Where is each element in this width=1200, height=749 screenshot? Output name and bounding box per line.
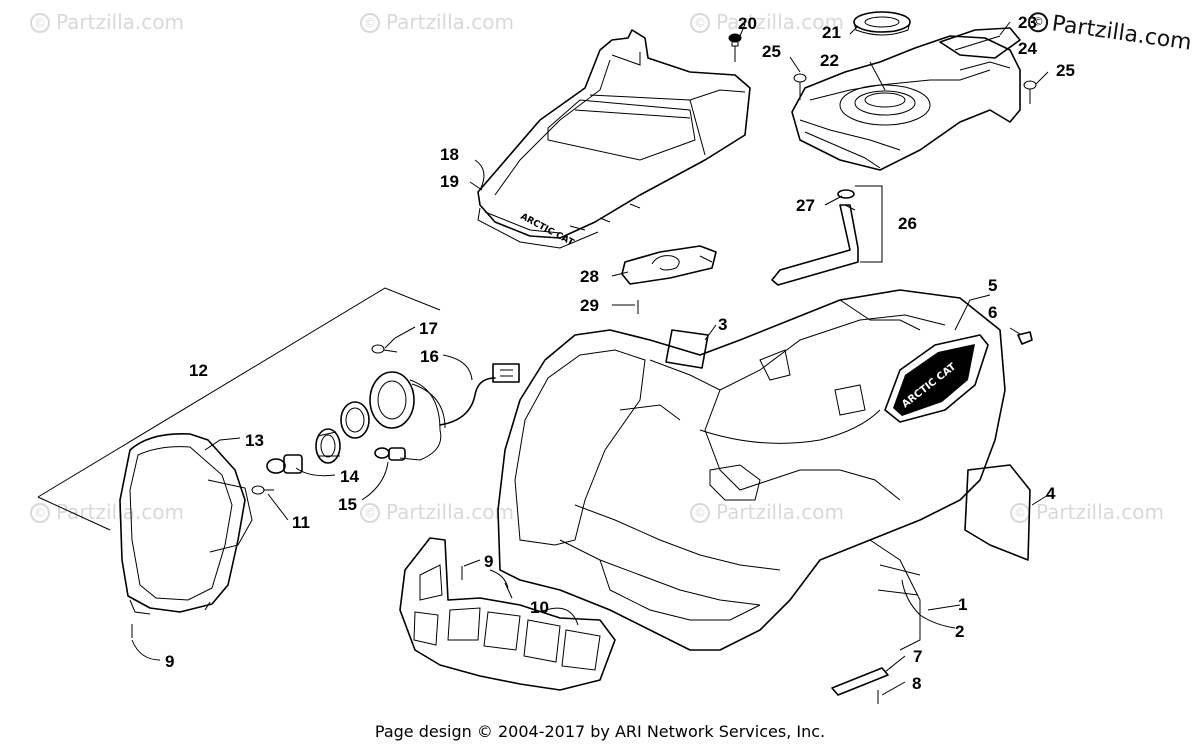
callout-23: 23: [1018, 13, 1037, 32]
seat-part[interactable]: [477, 29, 751, 249]
front-fender-body[interactable]: [497, 289, 1006, 651]
callout-25-left: 25: [762, 42, 781, 61]
bracket-12-top: [37, 287, 441, 498]
callout-17: 17: [419, 319, 438, 338]
callout-12: 12: [189, 361, 208, 380]
headlight-housing[interactable]: [119, 433, 253, 615]
callout-19: 19: [440, 172, 459, 191]
callout-9-left: 9: [165, 652, 175, 671]
callout-18: 18: [440, 145, 459, 164]
gas-cap-ring[interactable]: [853, 11, 911, 36]
watermark: ©Partzilla.com: [360, 500, 514, 524]
rear-rack-cover[interactable]: [791, 35, 1021, 171]
callout-4: 4: [1046, 484, 1056, 503]
clip-6[interactable]: [1017, 331, 1033, 345]
watermark: ©Partzilla.com: [690, 10, 844, 34]
screw-9-center-2[interactable]: [504, 582, 513, 599]
grille-10[interactable]: [399, 537, 616, 691]
callout-6: 6: [988, 303, 998, 322]
decal-4[interactable]: [964, 464, 1031, 561]
callout-8: 8: [912, 674, 922, 693]
callout-5: 5: [988, 276, 998, 295]
callout-16: 16: [420, 347, 439, 366]
callout-10: 10: [530, 598, 549, 617]
callout-22: 22: [820, 51, 839, 70]
watermark: ©Partzilla.com: [1010, 500, 1164, 524]
callout-24: 24: [1018, 39, 1037, 58]
callout-21: 21: [822, 23, 841, 42]
callout-25-right: 25: [1056, 61, 1075, 80]
watermark: ©Partzilla.com: [690, 500, 844, 524]
screw-11[interactable]: [251, 485, 274, 495]
watermark: ©Partzilla.com: [360, 10, 514, 34]
socket-rings[interactable]: [315, 401, 370, 464]
callout-20: 20: [738, 14, 757, 33]
copyright-footer: Page design © 2004-2017 by ARI Network S…: [374, 722, 826, 741]
callout-11: 11: [292, 513, 310, 532]
callout-15: 15: [338, 495, 357, 514]
vent-hose[interactable]: [771, 189, 859, 286]
bracket-12-left: [37, 496, 111, 531]
emblem-28[interactable]: [621, 245, 717, 285]
decal-5[interactable]: [884, 334, 989, 423]
callout-3: 3: [718, 315, 728, 334]
bolt-25-left[interactable]: [793, 73, 807, 100]
callout-7: 7: [913, 647, 923, 666]
wiring-harness[interactable]: [369, 363, 520, 461]
headlight-bulb[interactable]: [266, 454, 303, 474]
leader-lines: [131, 21, 1049, 696]
strap-7[interactable]: [831, 667, 889, 696]
callout-2: 2: [955, 622, 965, 641]
screw-17[interactable]: [371, 344, 398, 354]
decal-24[interactable]: [939, 27, 1021, 59]
position-bulb[interactable]: [374, 447, 406, 461]
bracket-26: [855, 185, 883, 263]
callout-27: 27: [796, 196, 815, 215]
watermark: ©Partzilla.com: [30, 10, 184, 34]
callout-1: 1: [958, 595, 968, 614]
callout-28: 28: [580, 267, 599, 286]
bolt-20[interactable]: [728, 33, 742, 62]
bolt-25-right[interactable]: [1023, 80, 1037, 104]
callout-13: 13: [245, 431, 264, 450]
callout-9-center: 9: [484, 552, 494, 571]
callout-29: 29: [580, 296, 599, 315]
callout-26: 26: [898, 214, 917, 233]
callout-14: 14: [340, 467, 359, 486]
decal-3[interactable]: [665, 329, 709, 369]
